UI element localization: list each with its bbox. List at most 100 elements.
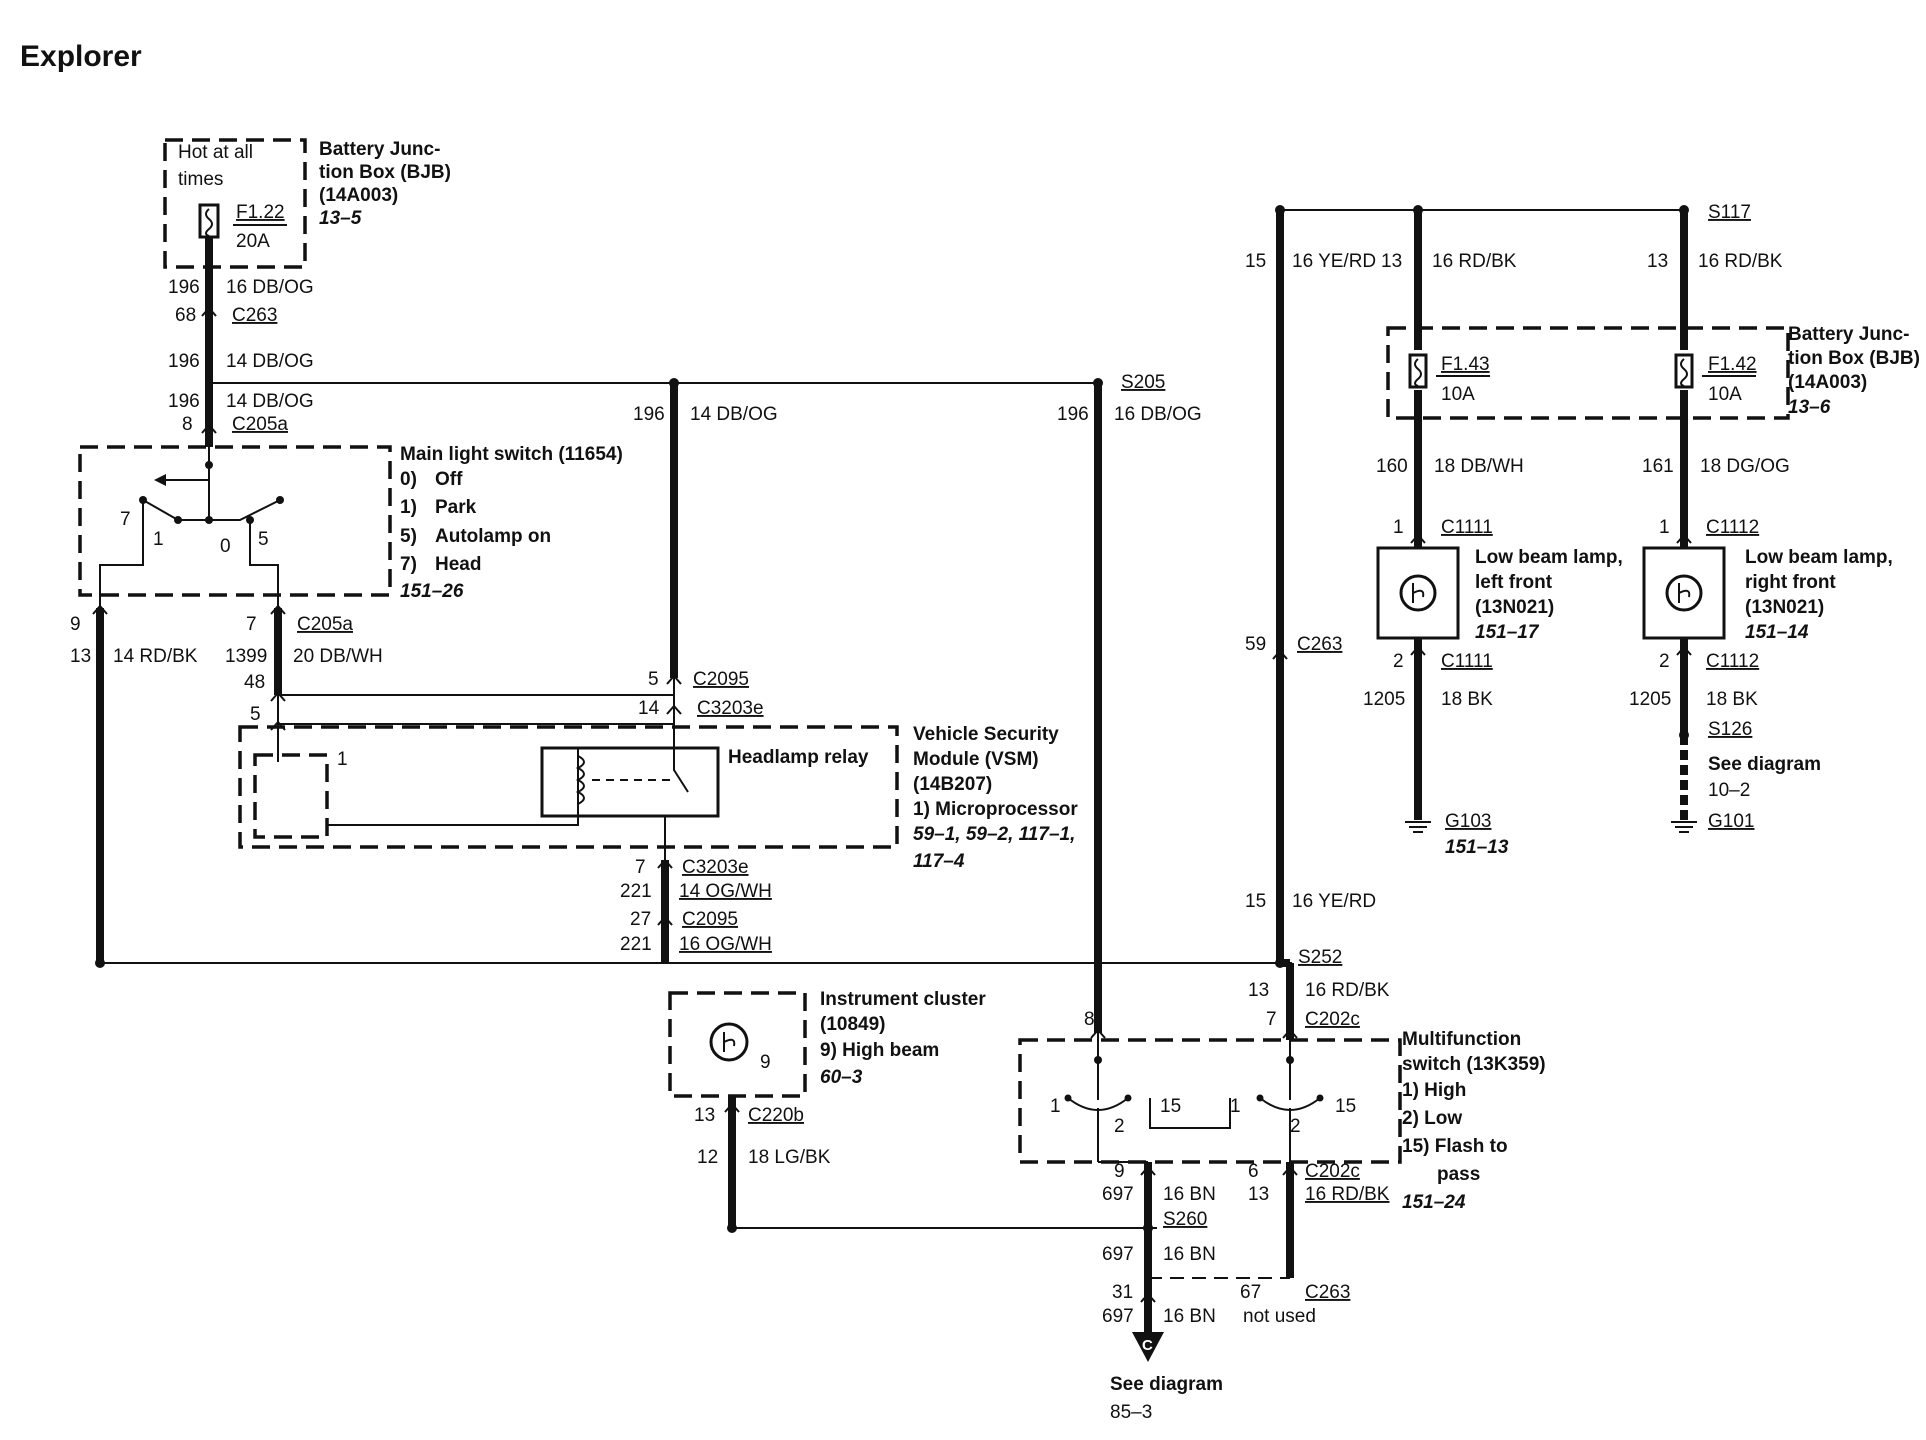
multifunction-switch: 1 2 15 1 2 15 xyxy=(1018,1033,1402,1164)
lamp-right-name-1: Low beam lamp, xyxy=(1745,547,1893,568)
pin-number: 7 xyxy=(1266,1009,1277,1030)
connector-c3203e: C3203e xyxy=(697,698,764,719)
wire-color: 14 DB/OG xyxy=(226,351,314,372)
circuit-number: 1205 xyxy=(1363,689,1405,710)
mf-pin-2b: 2 xyxy=(1290,1116,1301,1137)
pin-number: 7 xyxy=(246,614,257,635)
position-head: Head xyxy=(435,554,481,575)
circuit-number: 12 xyxy=(697,1147,718,1168)
circuit-number: 196 xyxy=(633,404,665,425)
lamp-bulb-icon xyxy=(1399,574,1437,612)
circuit-number: 196 xyxy=(1057,404,1089,425)
position-off: Off xyxy=(435,469,463,490)
mf-pin-15b: 15 xyxy=(1335,1096,1356,1117)
wire-color: 16 DB/OG xyxy=(226,277,314,298)
circuit-number: 1399 xyxy=(225,646,267,667)
cluster-ref: 60–3 xyxy=(820,1067,863,1088)
wire-color: 18 BK xyxy=(1706,689,1758,710)
fuse-f1-43: F1.43 xyxy=(1441,354,1490,375)
connector-c2095: C2095 xyxy=(693,669,749,690)
instrument-cluster: 9 xyxy=(668,991,807,1098)
cluster-pin-9: 9 xyxy=(760,1052,771,1073)
pin-1-label: 1 xyxy=(153,529,164,550)
pin-number: 5 xyxy=(648,669,659,690)
fuse-f1-22: F1.22 xyxy=(236,202,285,223)
pin-0-label: 0 xyxy=(220,536,231,557)
wire-color: 18 LG/BK xyxy=(748,1147,831,1168)
mf-name-1: Multifunction xyxy=(1402,1029,1521,1050)
main-light-switch-title: Main light switch (11654) xyxy=(400,444,623,465)
bjb-right-name-2: tion Box (BJB) xyxy=(1788,348,1920,369)
pin-5-label: 5 xyxy=(258,529,269,550)
circuit-number: 13 xyxy=(1647,251,1668,272)
pin-number: 6 xyxy=(1248,1161,1259,1182)
pin-number: 27 xyxy=(630,909,651,930)
fuse-f1-42: F1.42 xyxy=(1708,354,1757,375)
splice-s252: S252 xyxy=(1298,947,1342,968)
pin-number: 14 xyxy=(638,698,660,719)
circuit-number: 13 xyxy=(70,646,91,667)
headlamp-relay-label: Headlamp relay xyxy=(728,747,869,768)
wire-color: 16 RD/BK xyxy=(1698,251,1783,272)
connector-c263: C263 xyxy=(232,305,277,326)
wire-color: 16 RD/BK xyxy=(1305,1184,1390,1205)
bjb-top-name-3: (14A003) xyxy=(319,185,398,206)
fuse-f1-42-icon xyxy=(1674,353,1694,389)
wire-color: 16 YE/RD xyxy=(1292,251,1376,272)
pin-number: 8 xyxy=(1084,1009,1095,1030)
pin-number: 13 xyxy=(694,1105,715,1126)
circuit-number: 1205 xyxy=(1629,689,1671,710)
lamp-right-ref: 151–14 xyxy=(1745,622,1809,643)
wire-color: 16 BN xyxy=(1163,1306,1216,1327)
pin-number: 8 xyxy=(182,414,193,435)
cluster-name-1: Instrument cluster xyxy=(820,989,986,1010)
mf-item-flash: 15) Flash to xyxy=(1402,1136,1508,1157)
circuit-number: 697 xyxy=(1102,1184,1134,1205)
connector-c205a: C205a xyxy=(297,614,353,635)
position-num: 5) xyxy=(400,526,417,547)
lamp-left-name-1: Low beam lamp, xyxy=(1475,547,1623,568)
lamp-right-name-2: right front xyxy=(1745,572,1836,593)
wire-color: 16 DB/OG xyxy=(1114,404,1202,425)
wire-color: 16 OG/WH xyxy=(679,934,772,955)
wire-color: 16 BN xyxy=(1163,1184,1216,1205)
circuit-number: 161 xyxy=(1642,456,1674,477)
mf-pin-1b: 1 xyxy=(1230,1096,1241,1117)
pin-number: 1 xyxy=(1659,517,1670,538)
vehicle-security-module: 1 xyxy=(238,725,899,860)
pin-number: 2 xyxy=(1659,651,1670,672)
vsm-pin-1: 1 xyxy=(337,749,348,770)
vsm-name-1: Vehicle Security xyxy=(913,724,1059,745)
pin-number: 48 xyxy=(244,672,265,693)
pin-number: 1 xyxy=(1393,517,1404,538)
circuit-number: 13 xyxy=(1248,980,1269,1001)
wire-color: 14 OG/WH xyxy=(679,881,772,902)
connector-symbol xyxy=(201,423,217,434)
connector-c220b: C220b xyxy=(748,1105,804,1126)
bjb-top-name-2: tion Box (BJB) xyxy=(319,162,451,183)
connector-c1112: C1112 xyxy=(1706,651,1759,672)
mf-name-2: switch (13K359) xyxy=(1402,1054,1546,1075)
cluster-name-2: (10849) xyxy=(820,1014,886,1035)
bjb-right-name-1: Battery Junc- xyxy=(1788,324,1909,345)
mf-ref: 151–24 xyxy=(1402,1192,1466,1213)
connector-c263: C263 xyxy=(1305,1282,1350,1303)
wire-color: 16 RD/BK xyxy=(1305,980,1390,1001)
page-title: Explorer xyxy=(20,40,142,73)
wire-color: 14 DB/OG xyxy=(690,404,778,425)
connector-symbol xyxy=(201,306,217,317)
connector-c202c: C202c xyxy=(1305,1009,1360,1030)
see-diagram-c-icon xyxy=(1132,1332,1164,1362)
low-beam-lamp-right xyxy=(1642,546,1726,640)
pin-number: 31 xyxy=(1112,1282,1133,1303)
see-diagram-s126-ref: 10–2 xyxy=(1708,780,1750,801)
position-num: 1) xyxy=(400,497,417,518)
lamp-right-name-3: (13N021) xyxy=(1745,597,1824,618)
splice-s260-dot xyxy=(1143,1223,1153,1233)
position-autolamp: Autolamp on xyxy=(435,526,551,547)
wire-color: 14 DB/OG xyxy=(226,391,314,412)
wire-color: 16 RD/BK xyxy=(1432,251,1517,272)
cluster-high-beam: 9) High beam xyxy=(820,1040,939,1061)
fuse-f1-22-rating: 20A xyxy=(236,231,270,252)
